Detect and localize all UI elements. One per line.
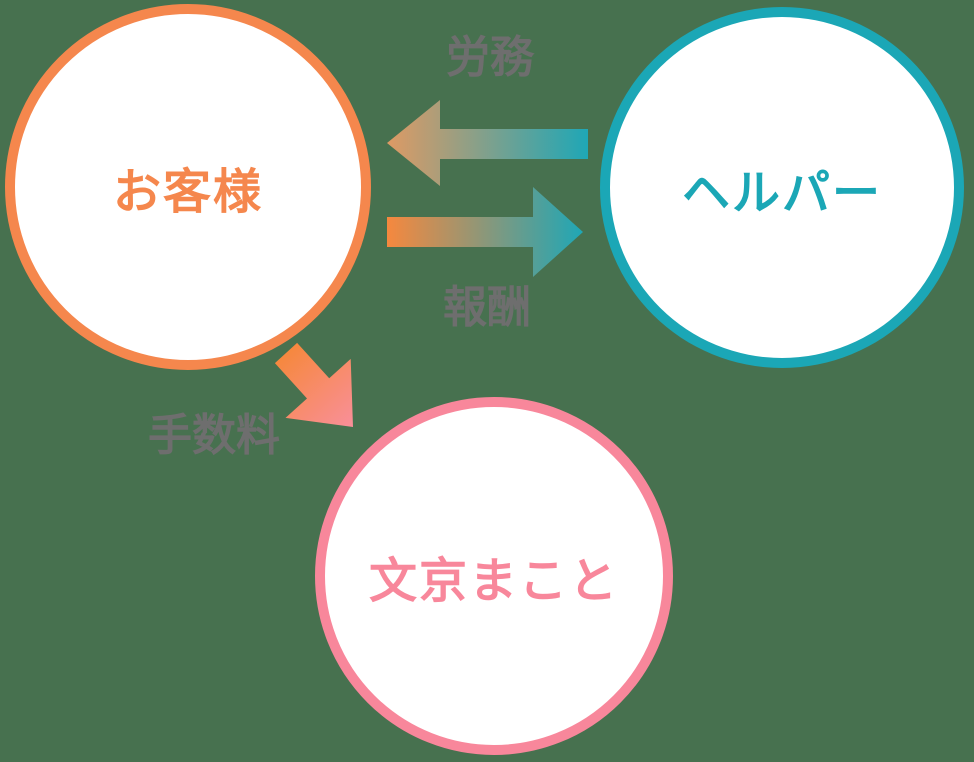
- flow-label-labor: 労務: [446, 32, 534, 83]
- node-company-label: 文京まこと: [368, 553, 619, 609]
- arrow-reward: [387, 187, 583, 277]
- node-customer: お客様: [5, 4, 371, 370]
- node-customer-label: お客様: [112, 164, 263, 220]
- node-helper-label: ヘルパー: [681, 164, 882, 221]
- node-company: 文京まこと: [315, 397, 673, 755]
- flow-label-reward: 報酬: [443, 282, 531, 333]
- flow-label-fee: 手数料: [148, 410, 280, 461]
- arrow-labor: [387, 100, 588, 186]
- node-helper: ヘルパー: [600, 7, 964, 368]
